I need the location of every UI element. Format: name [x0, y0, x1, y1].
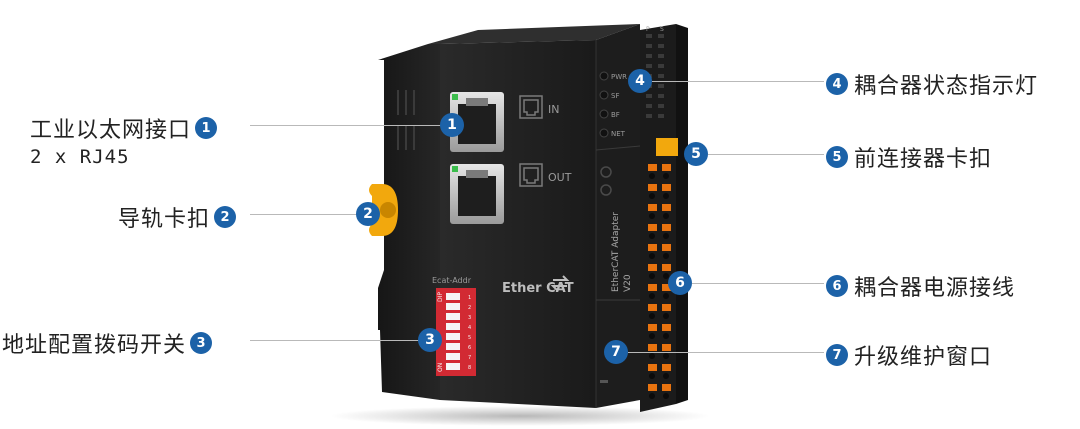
callout-label: 耦合器状态指示灯	[854, 74, 1039, 99]
device-badge-1: 1	[440, 113, 464, 137]
status-leds	[599, 71, 609, 138]
model-line1: EtherCAT Adapter	[611, 212, 621, 292]
led-label-sf: SF	[611, 92, 619, 100]
callout-label: 工业以太网接口	[30, 118, 192, 143]
dip-switch	[436, 288, 476, 376]
rj45-port-in	[450, 92, 504, 152]
dip-number: 2	[468, 305, 471, 311]
callout-label: 导轨卡扣	[118, 207, 211, 232]
device-badge-2: 2	[356, 202, 380, 226]
dip-number: 8	[468, 365, 471, 371]
rj45-port-out	[450, 164, 504, 224]
leader-line-7	[628, 352, 824, 353]
callout-badge: 7	[826, 344, 848, 366]
dip-number: 7	[468, 355, 471, 361]
callout-badge: 4	[826, 73, 848, 95]
port-out-label: OUT	[548, 171, 572, 184]
leader-line-5	[708, 154, 824, 155]
rear-housing	[378, 44, 440, 400]
leader-line-4	[652, 81, 824, 82]
callout-ethernet-sublabel: 2 x RJ45	[30, 146, 130, 168]
leader-line-1	[250, 125, 442, 126]
callout-label: 升级维护窗口	[854, 345, 993, 370]
callout-badge: 3	[190, 332, 213, 354]
device-badge-5: 5	[684, 142, 708, 166]
terminal-block	[640, 24, 688, 412]
side-vents	[397, 90, 415, 150]
ethercat-arrows-icon	[550, 275, 570, 291]
connector-label-s: S	[660, 26, 664, 33]
device-badge-4: 4	[628, 69, 652, 93]
callout-dip-switch: 地址配置拨码开关 3	[2, 327, 213, 359]
dip-side-label: DIP	[437, 292, 444, 302]
dip-number: 6	[468, 345, 471, 351]
led-label-net: NET	[611, 130, 626, 138]
port-in-icon	[519, 95, 543, 119]
callout-ethernet-port: 工业以太网接口 1	[30, 112, 218, 144]
leader-line-3	[250, 340, 420, 341]
dip-number: 1	[468, 295, 471, 301]
callout-status-leds: 4 耦合器状态指示灯	[826, 68, 1038, 100]
callout-badge: 1	[195, 117, 218, 139]
leader-line-6	[692, 283, 824, 284]
callout-upgrade-window: 7 升级维护窗口	[826, 339, 992, 371]
dip-number: 4	[468, 325, 471, 331]
right-panel	[596, 24, 640, 408]
brand-text: Ether CAT	[502, 281, 574, 296]
callout-badge: 2	[214, 206, 237, 228]
usb-slot	[600, 380, 608, 383]
dip-number: 5	[468, 335, 471, 341]
led-label-pwr: PWR	[611, 73, 627, 81]
top-surface	[428, 24, 640, 44]
callout-connector-latch: 5 前连接器卡扣	[826, 141, 992, 173]
port-in-label: IN	[548, 103, 559, 116]
callout-power-wiring: 6 耦合器电源接线	[826, 270, 1015, 302]
device-badge-7: 7	[604, 340, 628, 364]
device-badge-3: 3	[418, 328, 442, 352]
device-badge-6: 6	[668, 271, 692, 295]
callout-label: 地址配置拨码开关	[2, 333, 187, 358]
callout-label: 前连接器卡扣	[854, 147, 993, 172]
callout-rail-clip: 导轨卡扣 2	[118, 201, 237, 233]
front-connector-latch	[656, 138, 678, 156]
model-line2: V20	[623, 274, 633, 292]
dip-title: Ecat-Addr	[432, 276, 472, 285]
callout-label: 耦合器电源接线	[854, 276, 1016, 301]
dip-on-label: ON	[437, 363, 444, 372]
callout-badge: 5	[826, 146, 848, 168]
ground-shadow	[330, 406, 710, 426]
led-label-bf: BF	[611, 111, 620, 119]
service-holes	[600, 166, 612, 196]
connector-label-p: P	[646, 26, 650, 33]
port-out-icon	[519, 163, 543, 187]
dip-number: 3	[468, 315, 471, 321]
rail-clip	[369, 184, 398, 236]
leader-line-2	[250, 214, 358, 215]
callout-badge: 6	[826, 275, 848, 297]
